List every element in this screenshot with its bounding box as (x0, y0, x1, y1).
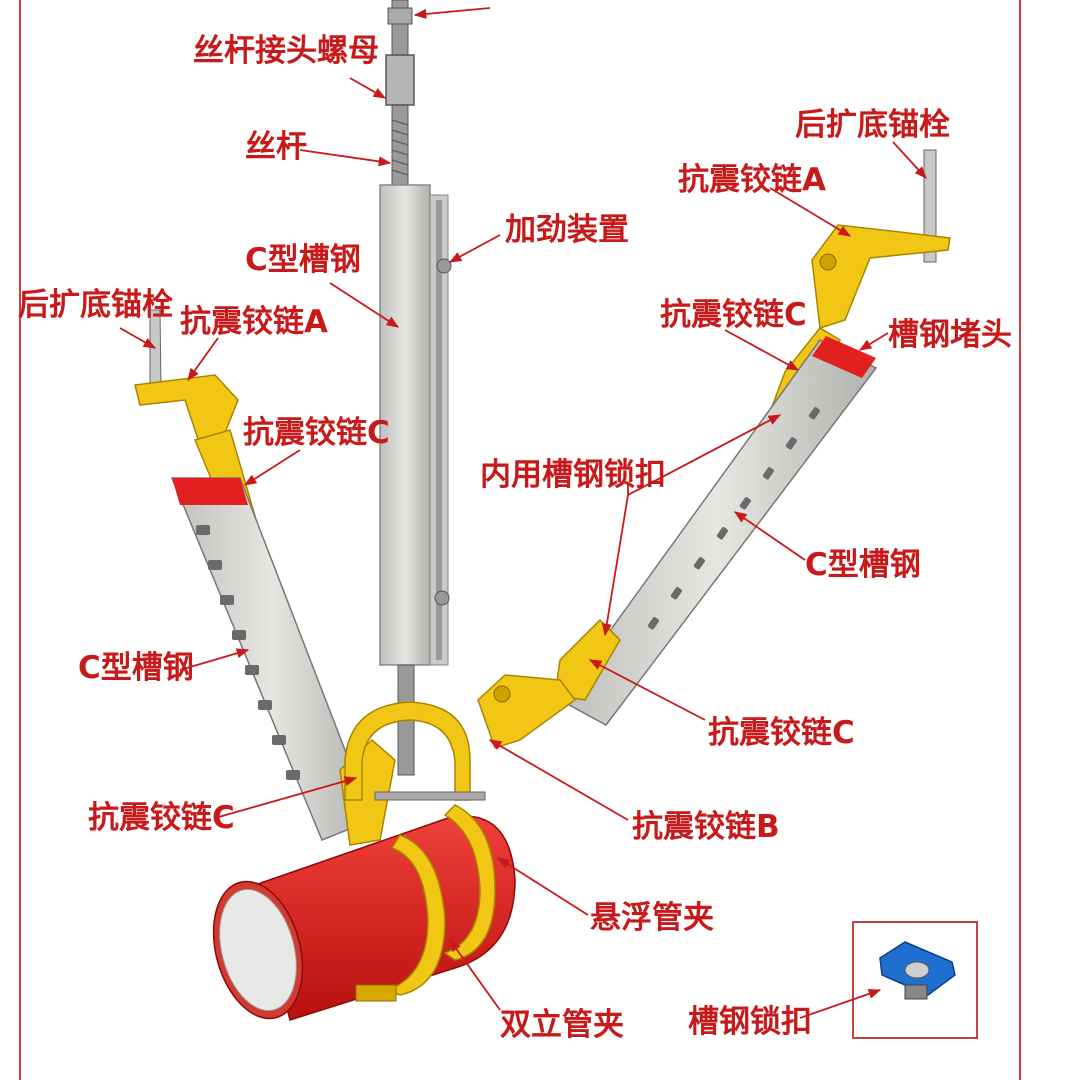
label-channel-end-cap: 槽钢堵头 (888, 317, 1012, 353)
double-clamp-shape (385, 834, 446, 996)
label-c-channel-center: C型槽钢 (245, 242, 361, 278)
label-hinge-a-right: 抗震铰链A (678, 162, 826, 198)
right-brace (477, 149, 951, 749)
pipe-body (254, 815, 516, 1021)
c-channel-right-shape (558, 339, 878, 726)
clamp-crossbar (374, 791, 486, 801)
left-brace (134, 309, 396, 846)
label-hinge-c-left-top: 抗震铰链C (243, 415, 390, 451)
channel-lock-hole (904, 961, 930, 979)
label-hinge-b: 抗震铰链B (632, 809, 780, 845)
channel-lock-inset (852, 921, 978, 1039)
label-suspended-clamp: 悬浮管夹 (590, 900, 714, 936)
pipe-end-inner (219, 888, 297, 1012)
label-double-clamp: 双立管夹 (500, 1007, 624, 1043)
anchor-right-shape (923, 149, 937, 263)
label-hinge-c-right-bottom: 抗震铰链C (708, 715, 855, 751)
label-inner-channel-lock: 内用槽钢锁扣 (480, 457, 666, 493)
stiffener-bolt-top (436, 258, 452, 274)
end-cap-left (172, 478, 248, 505)
label-hinge-a-left: 抗震铰链A (180, 304, 328, 340)
channel-slots-right (647, 407, 820, 630)
pipe-assembly (212, 701, 516, 1021)
hinge-a-right-pin (819, 253, 837, 271)
end-cap-right (812, 336, 876, 378)
channel-lock-stud (904, 984, 928, 1000)
label-c-channel-right: C型槽钢 (805, 547, 921, 583)
label-hinge-c-left-bottom: 抗震铰链C (88, 800, 235, 836)
rod-coupling-nut (385, 54, 415, 106)
label-stiffener: 加劲装置 (505, 212, 629, 248)
label-hinge-c-right-top: 抗震铰链C (660, 297, 807, 333)
central-hanger (379, 0, 452, 776)
rod-thread (391, 119, 409, 176)
hinge-b-pin (493, 685, 511, 703)
label-rod-coupling-nut: 丝杆接头螺母 (193, 33, 379, 69)
label-anchor-right: 后扩底锚栓 (795, 107, 950, 143)
hinge-b-shape (477, 674, 577, 749)
clamp-bottom-bolt (355, 984, 397, 1002)
stiffener-rod (436, 200, 442, 660)
hinge-a-right-shape (811, 224, 951, 329)
stiffener-bolt-bottom (434, 590, 450, 606)
double-clamp-back (443, 804, 496, 961)
channel-holes-left (196, 525, 300, 780)
label-c-channel-left: C型槽钢 (78, 650, 194, 686)
leader-lines (119, 7, 927, 1019)
rod-nut-top (387, 7, 413, 25)
label-channel-lock: 槽钢锁扣 (688, 1004, 812, 1040)
label-anchor-left: 后扩底锚栓 (18, 287, 173, 323)
label-threaded-rod: 丝杆 (245, 129, 307, 165)
